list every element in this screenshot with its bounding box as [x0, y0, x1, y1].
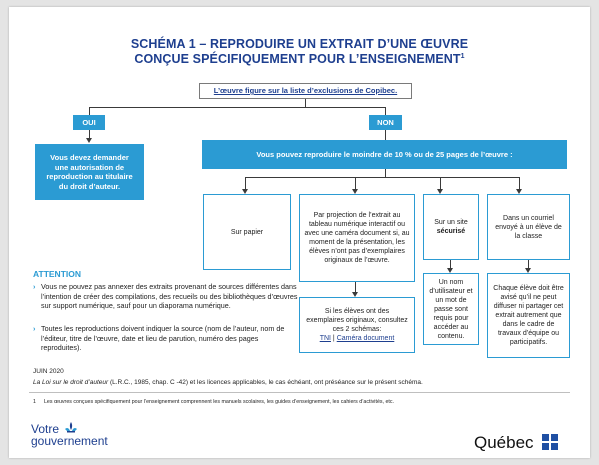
option-paper-text: Sur papier	[230, 228, 264, 236]
arrow-projection-follow	[352, 292, 358, 297]
footnote: 1 Les œuvres conçues spécifiquement pour …	[33, 399, 573, 405]
projection-links: TNI | Caméra document	[320, 334, 395, 343]
site-follow-box: Un nom d’utilisateur et un mot de passe …	[423, 273, 479, 345]
connector-site-follow	[450, 260, 451, 269]
attention-bullet-2-text: Toutes les reproductions doivent indique…	[41, 324, 285, 352]
attention-bullet-1-text: Vous ne pouvez pas annexer des extraits …	[41, 282, 298, 310]
law-notice-text: (L.R.C., 1985, chap. C -42) et les licen…	[108, 379, 423, 386]
logo-left-line-1: Votre	[31, 422, 108, 435]
email-follow-text: Chaque élève doit être avisé qu’il ne pe…	[493, 285, 564, 346]
option-site-bold: sécurisé	[436, 228, 466, 235]
connector-oui-down	[89, 130, 90, 139]
option-site-text: Sur un site	[434, 219, 468, 226]
non-label: NON	[369, 115, 402, 130]
link-tni[interactable]: TNI	[319, 335, 331, 342]
connector-email-follow	[528, 260, 529, 269]
bullet-chevron-icon: ›	[33, 282, 36, 291]
arrow-email	[516, 189, 522, 194]
attention-bullet-1: › Vous ne pouvez pas annexer des extrait…	[33, 282, 298, 311]
arrow-site	[437, 189, 443, 194]
link-camera-document[interactable]: Caméra document	[336, 335, 395, 342]
projection-follow-text: Si les élèves ont des exemplaires origin…	[306, 308, 408, 333]
connector-to-site	[440, 177, 441, 190]
exclusion-question-box: L’œuvre figure sur la liste d’exclusions…	[199, 83, 412, 99]
connector-question-horizontal	[89, 107, 386, 108]
logo-left-line-2: gouvernement	[31, 434, 108, 448]
connector-question-down	[305, 99, 306, 107]
arrow-oui	[86, 138, 92, 143]
oui-label: OUI	[73, 115, 105, 130]
quebec-flag-icon	[542, 434, 558, 450]
title-line-2: CONÇUE SPÉCIFIQUEMENT POUR L’ENSEIGNEMEN…	[9, 52, 590, 67]
connector-projection-follow	[355, 282, 356, 293]
page-title: SCHÉMA 1 – REPRODUIRE UN EXTRAIT D’UNE Œ…	[9, 37, 590, 67]
oui-result-box: Vous devez demander une autorisation de …	[35, 144, 144, 200]
option-site-box: Sur un site sécurisé	[423, 194, 479, 260]
site-follow-text: Un nom d’utilisateur et un mot de passe …	[429, 278, 473, 340]
connector-options-horizontal	[245, 177, 520, 178]
connector-to-non	[385, 107, 386, 115]
option-email-text: Dans un courriel envoyé à un élève de la…	[495, 214, 562, 240]
fleur-de-lis-icon	[65, 422, 78, 433]
title-line-2-text: CONÇUE SPÉCIFIQUEMENT POUR L’ENSEIGNEMEN…	[134, 52, 461, 66]
arrow-paper	[242, 189, 248, 194]
connector-to-oui	[89, 107, 90, 115]
quebec-logo-text: Québec	[474, 433, 534, 452]
connector-to-email	[519, 177, 520, 190]
document-date: JUIN 2020	[33, 368, 64, 375]
footnote-text: Les œuvres conçues spécifiquement pour l…	[43, 399, 395, 405]
logo-left-word-1: Votre	[31, 422, 60, 436]
link-separator: |	[332, 335, 335, 342]
bullet-chevron-icon: ›	[33, 324, 36, 333]
connector-non-down	[385, 130, 386, 140]
document-page: SCHÉMA 1 – REPRODUIRE UN EXTRAIT D’UNE Œ…	[9, 7, 590, 458]
non-result-box: Vous pouvez reproduire le moindre de 10 …	[202, 140, 567, 169]
oui-result-text: Vous devez demander une autorisation de …	[46, 153, 133, 191]
connector-to-projection	[355, 177, 356, 190]
option-projection-text: Par projection de l’extrait au tableau n…	[304, 212, 410, 264]
flag-cross-vertical	[549, 434, 551, 450]
connector-to-paper	[245, 177, 246, 190]
votre-gouvernement-logo: Votre gouvernement	[31, 422, 108, 447]
arrow-email-follow	[525, 268, 531, 273]
footnote-marker: 1	[460, 52, 465, 60]
projection-follow-box: Si les élèves ont des exemplaires origin…	[299, 297, 415, 353]
option-email-box: Dans un courriel envoyé à un élève de la…	[487, 194, 570, 260]
arrow-site-follow	[447, 268, 453, 273]
arrow-projection	[352, 189, 358, 194]
non-result-text: Vous pouvez reproduire le moindre de 10 …	[256, 149, 513, 159]
option-projection-box: Par projection de l’extrait au tableau n…	[299, 194, 415, 282]
law-notice: La Loi sur le droit d’auteur (L.R.C., 19…	[33, 379, 573, 386]
option-paper-box: Sur papier	[203, 194, 291, 270]
exclusion-question-text: L’œuvre figure sur la liste d’exclusions…	[213, 86, 398, 95]
connector-options-down	[385, 169, 386, 177]
footnote-divider	[29, 392, 570, 393]
title-line-1: SCHÉMA 1 – REPRODUIRE UN EXTRAIT D’UNE Œ…	[130, 37, 469, 51]
attention-bullet-2: › Toutes les reproductions doivent indiq…	[33, 324, 298, 353]
email-follow-box: Chaque élève doit être avisé qu’il ne pe…	[487, 273, 570, 358]
attention-title: ATTENTION	[33, 269, 82, 279]
law-title: La Loi sur le droit d’auteur	[33, 379, 109, 386]
footnote-number: 1	[33, 399, 36, 405]
